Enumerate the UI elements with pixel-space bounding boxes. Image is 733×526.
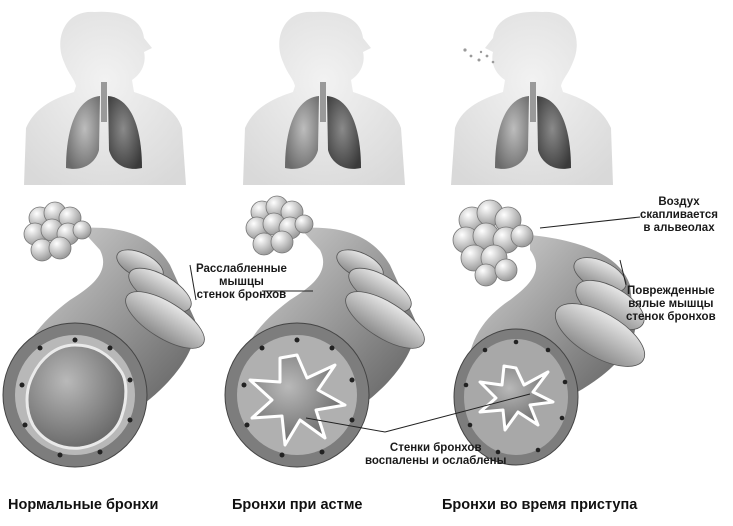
label-inflamed-walls: Стенки бронхов воспалены и ослаблены — [365, 442, 506, 468]
bronchus-normal — [3, 228, 213, 467]
caption-attack: Бронхи во время приступа — [442, 497, 637, 513]
label-damaged-muscles: Поврежденные вялые мышцы стенок бронхов — [626, 285, 716, 324]
alveoli-normal — [24, 202, 91, 261]
alveoli-attack — [453, 200, 533, 286]
caption-asthma: Бронхи при астме — [232, 497, 362, 513]
label-relaxed-muscles: Расслабленные мышцы стенок бронхов — [196, 263, 287, 302]
silhouette-normal — [24, 12, 186, 185]
alveoli-asthma — [246, 196, 313, 255]
caption-normal: Нормальные бронхи — [8, 497, 158, 513]
exhaled-air-dots — [463, 48, 494, 63]
label-air-trapped: Воздух скапливается в альвеолах — [640, 196, 718, 235]
silhouette-attack — [451, 12, 613, 185]
silhouette-asthma — [243, 12, 405, 185]
